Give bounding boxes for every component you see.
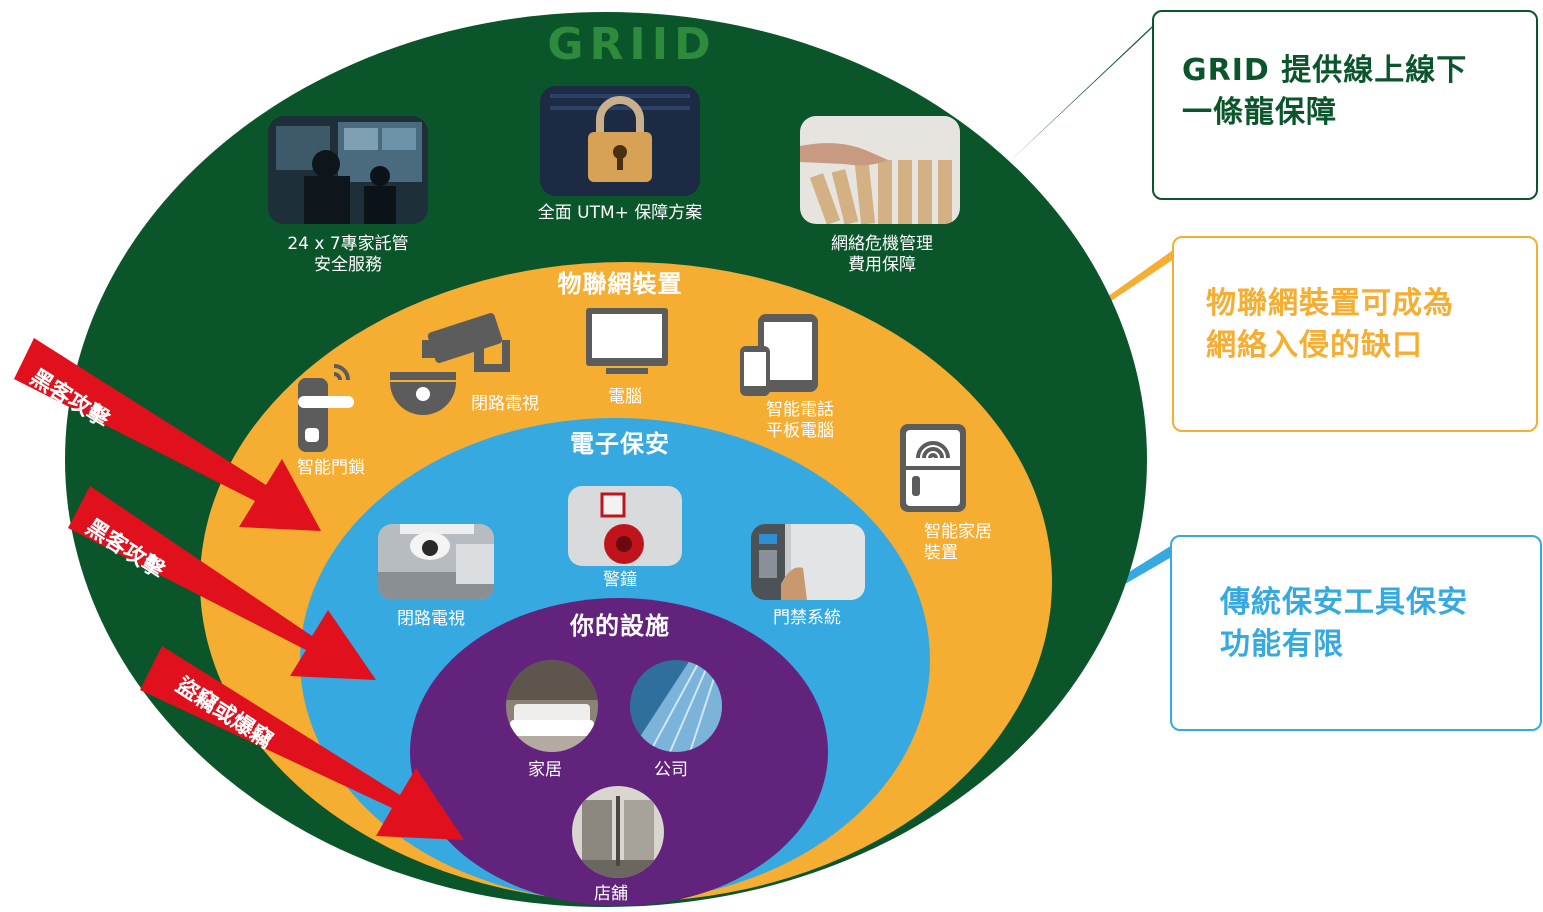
utm-lock-photo <box>540 86 700 196</box>
grid-callout-text: GRID 提供線上線下 一條龍保障 <box>1182 53 1468 130</box>
iot-cctv-label: 閉路電視 <box>471 394 539 414</box>
iot-title: 物聯網裝置 <box>557 270 683 298</box>
grid-callout <box>1152 10 1538 200</box>
iot-callout <box>1172 236 1538 432</box>
shop-photo <box>572 786 664 878</box>
hacker-arrow-1 <box>14 338 321 531</box>
computer-label: 電腦 <box>608 387 642 407</box>
security-callout <box>1170 535 1542 731</box>
iot-callout-text: 物聯網裝置可成為 網絡入侵的缺口 <box>1206 286 1454 363</box>
tablet-phone-icon <box>740 314 820 400</box>
shop-label: 店舖 <box>594 884 628 904</box>
smart-lock-label: 智能門鎖 <box>297 458 365 478</box>
smart-lock-icon <box>292 362 362 458</box>
utm-protection-label: 全面 UTM+ 保障方案 <box>537 203 703 223</box>
smart-home-icon <box>900 424 966 516</box>
alarm-photo <box>568 486 682 566</box>
security-callout-text: 傳統保安工具保安 功能有限 <box>1220 585 1468 662</box>
office-label: 公司 <box>654 760 688 780</box>
access-control-photo <box>751 524 865 600</box>
expert-monitoring-photo <box>268 116 428 224</box>
security-cctv-photo <box>378 524 494 600</box>
security-title: 電子保安 <box>570 430 670 458</box>
theft-arrow <box>140 646 464 840</box>
security-cctv-label: 閉路電視 <box>397 609 465 629</box>
smart-home-label: 智能家居 裝置 <box>924 522 992 563</box>
iot-cctv-icon <box>390 310 520 419</box>
facility-title: 你的設施 <box>570 612 670 640</box>
access-control-label: 門禁系統 <box>773 608 841 628</box>
home-label: 家居 <box>528 760 562 780</box>
threat-arrows <box>14 338 464 840</box>
smartphone-tablet-label: 智能電話 平板電腦 <box>766 400 834 441</box>
grid-logo: GRIID <box>547 19 717 70</box>
hacker-arrow-2 <box>68 486 376 680</box>
office-photo <box>630 660 722 752</box>
computer-icon <box>586 308 668 382</box>
expert-monitoring-label: 24 x 7專家託管 安全服務 <box>287 234 409 275</box>
crisis-cost-photo <box>800 116 960 224</box>
alarm-label: 警鐘 <box>603 570 637 590</box>
grid-pointer <box>1008 14 1165 163</box>
crisis-cost-label: 網絡危機管理 費用保障 <box>831 234 933 275</box>
